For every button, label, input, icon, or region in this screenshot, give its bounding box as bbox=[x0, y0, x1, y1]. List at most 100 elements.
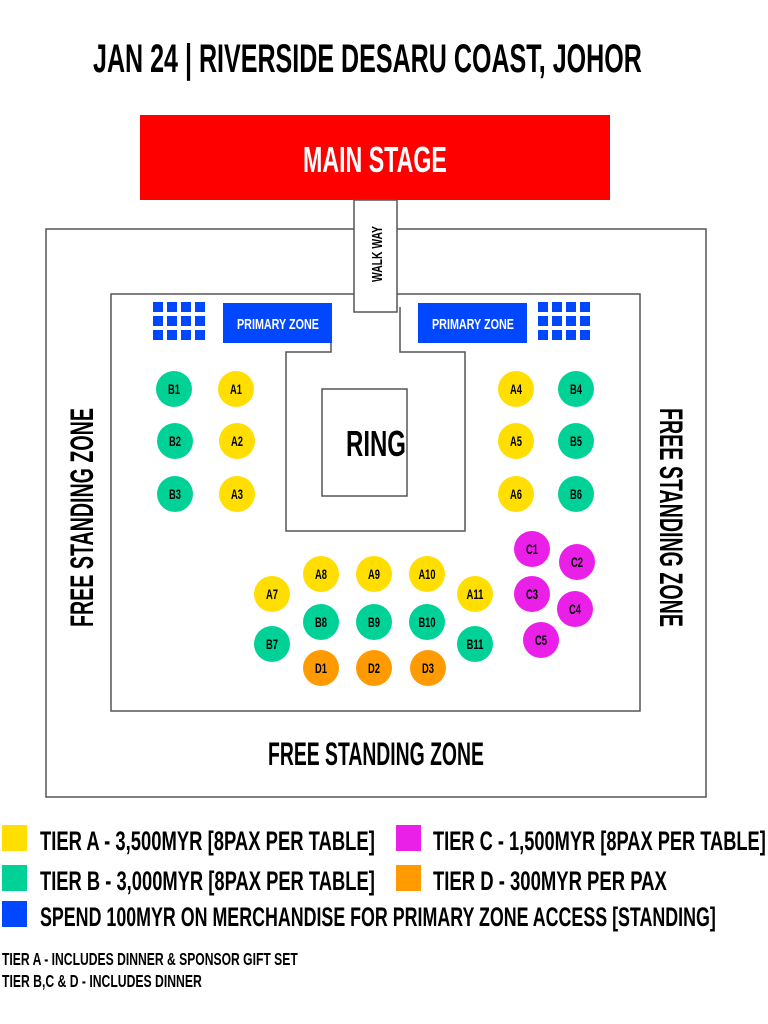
seat-circle[interactable] bbox=[557, 591, 593, 627]
seat-table-b5[interactable]: B5 bbox=[558, 423, 594, 459]
seat-label: B4 bbox=[570, 381, 582, 397]
seat-table-a2[interactable]: A2 bbox=[219, 423, 255, 459]
seat-label: B7 bbox=[266, 636, 278, 652]
seat-table-b3[interactable]: B3 bbox=[157, 476, 193, 512]
seat-circle[interactable] bbox=[558, 371, 594, 407]
seat-circle[interactable] bbox=[356, 556, 392, 592]
seat-circle[interactable] bbox=[303, 650, 339, 686]
seat-table-b11[interactable]: B11 bbox=[457, 626, 493, 662]
primary-zone-spot bbox=[195, 330, 205, 340]
seat-table-c5[interactable]: C5 bbox=[523, 622, 559, 658]
seat-circle[interactable] bbox=[157, 476, 193, 512]
seat-circle[interactable] bbox=[498, 423, 534, 459]
seat-circle[interactable] bbox=[498, 476, 534, 512]
seat-circle[interactable] bbox=[219, 476, 255, 512]
seat-table-b1[interactable]: B1 bbox=[156, 371, 192, 407]
legend-swatch-tier-d bbox=[396, 865, 421, 891]
seat-label: B2 bbox=[169, 433, 181, 449]
seat-table-a10[interactable]: A10 bbox=[409, 556, 445, 592]
seat-table-c1[interactable]: C1 bbox=[514, 531, 550, 567]
seat-label: A6 bbox=[510, 486, 522, 502]
seat-table-b10[interactable]: B10 bbox=[409, 604, 445, 640]
seat-label: B9 bbox=[368, 614, 380, 630]
primary-zone-spot bbox=[538, 302, 548, 312]
seat-table-b2[interactable]: B2 bbox=[157, 423, 193, 459]
note-tier-a: TIER A - INCLUDES DINNER & SPONSOR GIFT … bbox=[2, 950, 298, 970]
seat-table-a5[interactable]: A5 bbox=[498, 423, 534, 459]
seat-table-a3[interactable]: A3 bbox=[219, 476, 255, 512]
primary-zone-spot bbox=[181, 302, 191, 312]
seat-table-a8[interactable]: A8 bbox=[303, 556, 339, 592]
legend-swatch-tier-a bbox=[2, 825, 27, 851]
seat-table-b8[interactable]: B8 bbox=[303, 604, 339, 640]
seat-circle[interactable] bbox=[157, 423, 193, 459]
seat-table-b9[interactable]: B9 bbox=[356, 604, 392, 640]
legend-tier-a: TIER A - 3,500MYR [8PAX PER TABLE] bbox=[40, 825, 375, 855]
primary-zone-spot bbox=[552, 330, 562, 340]
seat-table-d3[interactable]: D3 bbox=[410, 650, 446, 686]
seat-table-c3[interactable]: C3 bbox=[514, 576, 550, 612]
seat-table-b4[interactable]: B4 bbox=[558, 371, 594, 407]
seat-table-b7[interactable]: B7 bbox=[254, 626, 290, 662]
primary-zone-left[interactable] bbox=[223, 303, 332, 343]
legend-tier-c: TIER C - 1,500MYR [8PAX PER TABLE] bbox=[433, 825, 766, 855]
primary-zone-spot bbox=[195, 316, 205, 326]
seat-label: A3 bbox=[231, 486, 243, 502]
seat-circle[interactable] bbox=[356, 604, 392, 640]
seat-circle[interactable] bbox=[254, 626, 290, 662]
seat-table-a11[interactable]: A11 bbox=[457, 576, 493, 612]
outer-zone bbox=[45, 228, 707, 798]
seat-circle[interactable] bbox=[558, 423, 594, 459]
seat-circle[interactable] bbox=[219, 423, 255, 459]
seat-circle[interactable] bbox=[514, 531, 550, 567]
seat-label: A7 bbox=[266, 586, 278, 602]
ring bbox=[321, 388, 408, 497]
walkway bbox=[353, 199, 398, 313]
legend-swatch-tier-c bbox=[396, 825, 421, 851]
seat-table-d2[interactable]: D2 bbox=[356, 650, 392, 686]
seat-circle[interactable] bbox=[254, 576, 290, 612]
seat-label: B8 bbox=[315, 614, 327, 630]
seat-circle[interactable] bbox=[356, 650, 392, 686]
seat-table-a1[interactable]: A1 bbox=[218, 371, 254, 407]
seat-circle[interactable] bbox=[303, 556, 339, 592]
seat-circle[interactable] bbox=[457, 626, 493, 662]
legend: TIER A - 3,500MYR [8PAX PER TABLE] TIER … bbox=[2, 825, 766, 932]
page-title: JAN 24 | RIVERSIDE DESARU COAST, JOHOR bbox=[93, 37, 642, 81]
primary-zone-spot bbox=[566, 330, 576, 340]
seat-table-a4[interactable]: A4 bbox=[498, 371, 534, 407]
seat-circle[interactable] bbox=[558, 476, 594, 512]
seat-circle[interactable] bbox=[410, 650, 446, 686]
seat-circle[interactable] bbox=[156, 371, 192, 407]
primary-zone-right[interactable] bbox=[418, 303, 527, 343]
primary-zone-spot bbox=[538, 330, 548, 340]
free-zone-bottom-label: FREE STANDING ZONE bbox=[268, 736, 484, 772]
seat-circle[interactable] bbox=[218, 371, 254, 407]
seat-table-a9[interactable]: A9 bbox=[356, 556, 392, 592]
seat-circle[interactable] bbox=[523, 622, 559, 658]
seat-label: B3 bbox=[169, 486, 181, 502]
primary-zone-spot bbox=[566, 302, 576, 312]
primary-zone-spot bbox=[580, 302, 590, 312]
seat-label: D2 bbox=[368, 660, 380, 676]
seat-circle[interactable] bbox=[498, 371, 534, 407]
seat-circle[interactable] bbox=[409, 556, 445, 592]
seat-circle[interactable] bbox=[514, 576, 550, 612]
seat-table-a6[interactable]: A6 bbox=[498, 476, 534, 512]
seat-label: B11 bbox=[467, 636, 484, 652]
seat-table-c2[interactable]: C2 bbox=[559, 544, 595, 580]
seat-table-c4[interactable]: C4 bbox=[557, 591, 593, 627]
seat-table-b6[interactable]: B6 bbox=[558, 476, 594, 512]
primary-zone-left-label: PRIMARY ZONE bbox=[237, 315, 319, 332]
primary-zone-spot bbox=[566, 316, 576, 326]
seat-circle[interactable] bbox=[559, 544, 595, 580]
primary-zone-spot bbox=[195, 302, 205, 312]
seat-circle[interactable] bbox=[303, 604, 339, 640]
seat-circle[interactable] bbox=[409, 604, 445, 640]
seat-table-a7[interactable]: A7 bbox=[254, 576, 290, 612]
seat-table-d1[interactable]: D1 bbox=[303, 650, 339, 686]
legend-tier-b: TIER B - 3,000MYR [8PAX PER TABLE] bbox=[40, 865, 375, 895]
seat-circle[interactable] bbox=[457, 576, 493, 612]
